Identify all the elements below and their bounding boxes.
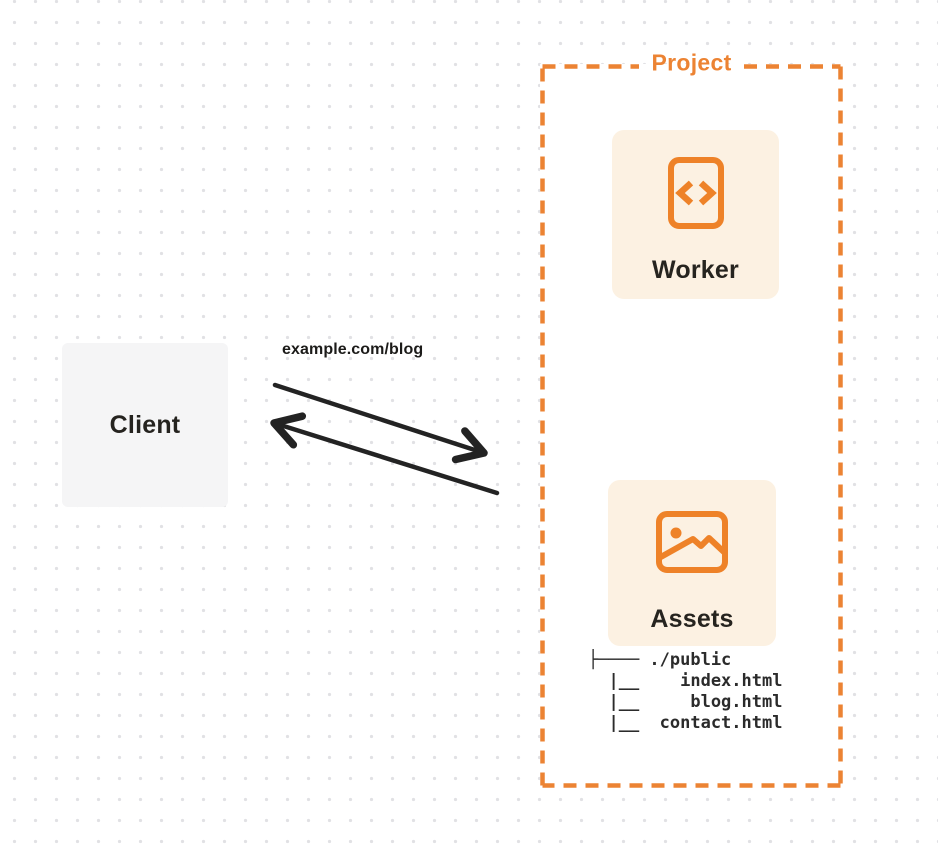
- client-node: Client: [62, 343, 228, 507]
- assets-file-tree: ├──── ./public |__ index.html |__ blog.h…: [588, 650, 783, 733]
- project-label: Project: [651, 49, 732, 76]
- worker-node: Worker: [612, 130, 779, 299]
- picture-icon: [656, 511, 728, 578]
- code-document-icon: [667, 157, 724, 234]
- assets-node: Assets: [608, 480, 776, 646]
- worker-label: Worker: [652, 256, 739, 284]
- request-response-arrows: [270, 382, 500, 496]
- project-dashed-border: [540, 64, 843, 788]
- response-arrow: [270, 412, 500, 496]
- request-url-label: example.com/blog: [282, 341, 424, 358]
- project-container: Project Worker Assets ├──── ./public |__…: [540, 49, 843, 788]
- client-label: Client: [109, 410, 181, 439]
- request-arrow: [272, 382, 488, 464]
- assets-label: Assets: [650, 605, 734, 633]
